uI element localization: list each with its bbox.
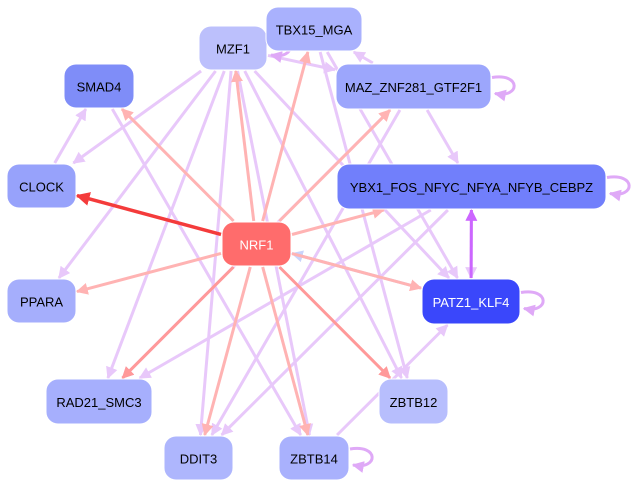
edge-nrf1-to-tbx15-mga <box>261 50 311 222</box>
edge-nrf1-to-maz-znf281-gtf2f1 <box>278 108 392 223</box>
edge-nrf1-to-mzf1 <box>231 69 256 222</box>
node-zbtb12[interactable]: ZBTB12 <box>378 378 449 425</box>
edge-mzf1-to-ddit3 <box>195 70 233 437</box>
edge-mzf1-to-ppara <box>57 70 217 279</box>
node-box[interactable] <box>45 378 153 425</box>
node-ybx1-fos-nfyc-nfya-nfyb-cebpz[interactable]: YBX1_FOS_NFYC_NFYA_NFYB_CEBPZ <box>336 163 607 210</box>
edge-maz-znf281-gtf2f1-to-ybx1-fos-nfyc-nfya-nfyb-cebpz <box>425 109 460 165</box>
node-label: PATZ1_KLF4 <box>433 295 510 310</box>
node-label: ZBTB14 <box>290 452 338 467</box>
node-label: MZF1 <box>216 42 250 57</box>
edge-nrf1-to-rad21-smc3 <box>121 265 235 380</box>
self-loop-zbtb14 <box>349 446 374 473</box>
edge-mzf1-to-rad21-smc3 <box>106 70 226 380</box>
node-box[interactable] <box>265 6 363 52</box>
edge-nrf1-to-patz1-klf4 <box>291 252 423 292</box>
edge-ybx1-fos-nfyc-nfya-nfyb-cebpz-to-rad21-smc3 <box>138 208 432 380</box>
node-box[interactable] <box>421 278 521 325</box>
edge-nrf1-to-ddit3 <box>201 266 252 437</box>
node-mzf1[interactable]: MZF1 <box>198 25 268 71</box>
edge-maz-znf281-gtf2f1-to-ddit3 <box>210 109 402 437</box>
nodes-layer: MZF1 TBX15_MGA SMAD4 MAZ_ZNF281_GTF2F1CLOCK… <box>6 6 607 481</box>
edge-maz-znf281-gtf2f1-to-tbx15-mga <box>352 50 374 65</box>
edge-nrf1-to-ppara <box>75 251 222 295</box>
self-loop-patz1-klf4 <box>520 290 545 317</box>
edge-nrf1-to-clock <box>75 192 222 237</box>
node-ppara[interactable]: PPARA <box>6 278 77 324</box>
node-box[interactable] <box>163 435 234 481</box>
node-patz1-klf4[interactable]: PATZ1_KLF4 <box>421 278 521 325</box>
node-label: RAD21_SMC3 <box>56 395 141 410</box>
edge-nrf1-to-zbtb14 <box>261 266 311 437</box>
node-box[interactable] <box>336 163 607 210</box>
edge-nrf1-to-smad4 <box>120 107 235 223</box>
node-label: NRF1 <box>240 238 274 253</box>
node-label: TBX15_MGA <box>276 23 353 38</box>
node-label: YBX1_FOS_NFYC_NFYA_NFYB_CEBPZ <box>350 180 593 195</box>
node-box[interactable] <box>6 163 77 209</box>
node-box[interactable] <box>198 25 268 71</box>
node-box[interactable] <box>335 63 492 110</box>
self-loop-ybx1-fos-nfyc-nfya-nfyb-cebpz <box>606 175 631 202</box>
node-maz-znf281-gtf2f1[interactable]: MAZ_ZNF281_GTF2F1 <box>335 63 492 110</box>
node-box[interactable] <box>378 378 449 425</box>
node-label: PPARA <box>20 295 63 310</box>
edge-mzf1-to-zbtb12 <box>243 70 403 380</box>
node-label: MAZ_ZNF281_GTF2F1 <box>345 80 482 95</box>
node-label: SMAD4 <box>77 80 122 95</box>
node-smad4[interactable]: SMAD4 <box>63 63 135 109</box>
node-label: ZBTB12 <box>390 395 438 410</box>
edge-smad4-to-zbtb14 <box>110 108 303 437</box>
edge-nrf1-to-zbtb12 <box>278 265 392 380</box>
edge-clock-to-smad4 <box>53 107 88 164</box>
node-box[interactable] <box>6 278 77 324</box>
edge-mzf1-to-clock <box>72 69 202 165</box>
node-ddit3[interactable]: DDIT3 <box>163 435 234 481</box>
node-zbtb14[interactable]: ZBTB14 <box>278 435 350 481</box>
node-label: DDIT3 <box>180 452 218 467</box>
node-box[interactable] <box>278 435 350 481</box>
edge-nrf1-to-ybx1-fos-nfyc-nfya-nfyb-cebpz <box>291 206 385 236</box>
node-nrf1[interactable]: NRF1 <box>221 221 292 267</box>
node-box[interactable] <box>221 221 292 267</box>
node-rad21-smc3[interactable]: RAD21_SMC3 <box>45 378 153 425</box>
self-loop-maz-znf281-gtf2f1 <box>491 75 516 102</box>
node-label: CLOCK <box>19 180 64 195</box>
node-box[interactable] <box>63 63 135 109</box>
node-clock[interactable]: CLOCK <box>6 163 77 209</box>
node-tbx15-mga[interactable]: TBX15_MGA <box>265 6 363 52</box>
